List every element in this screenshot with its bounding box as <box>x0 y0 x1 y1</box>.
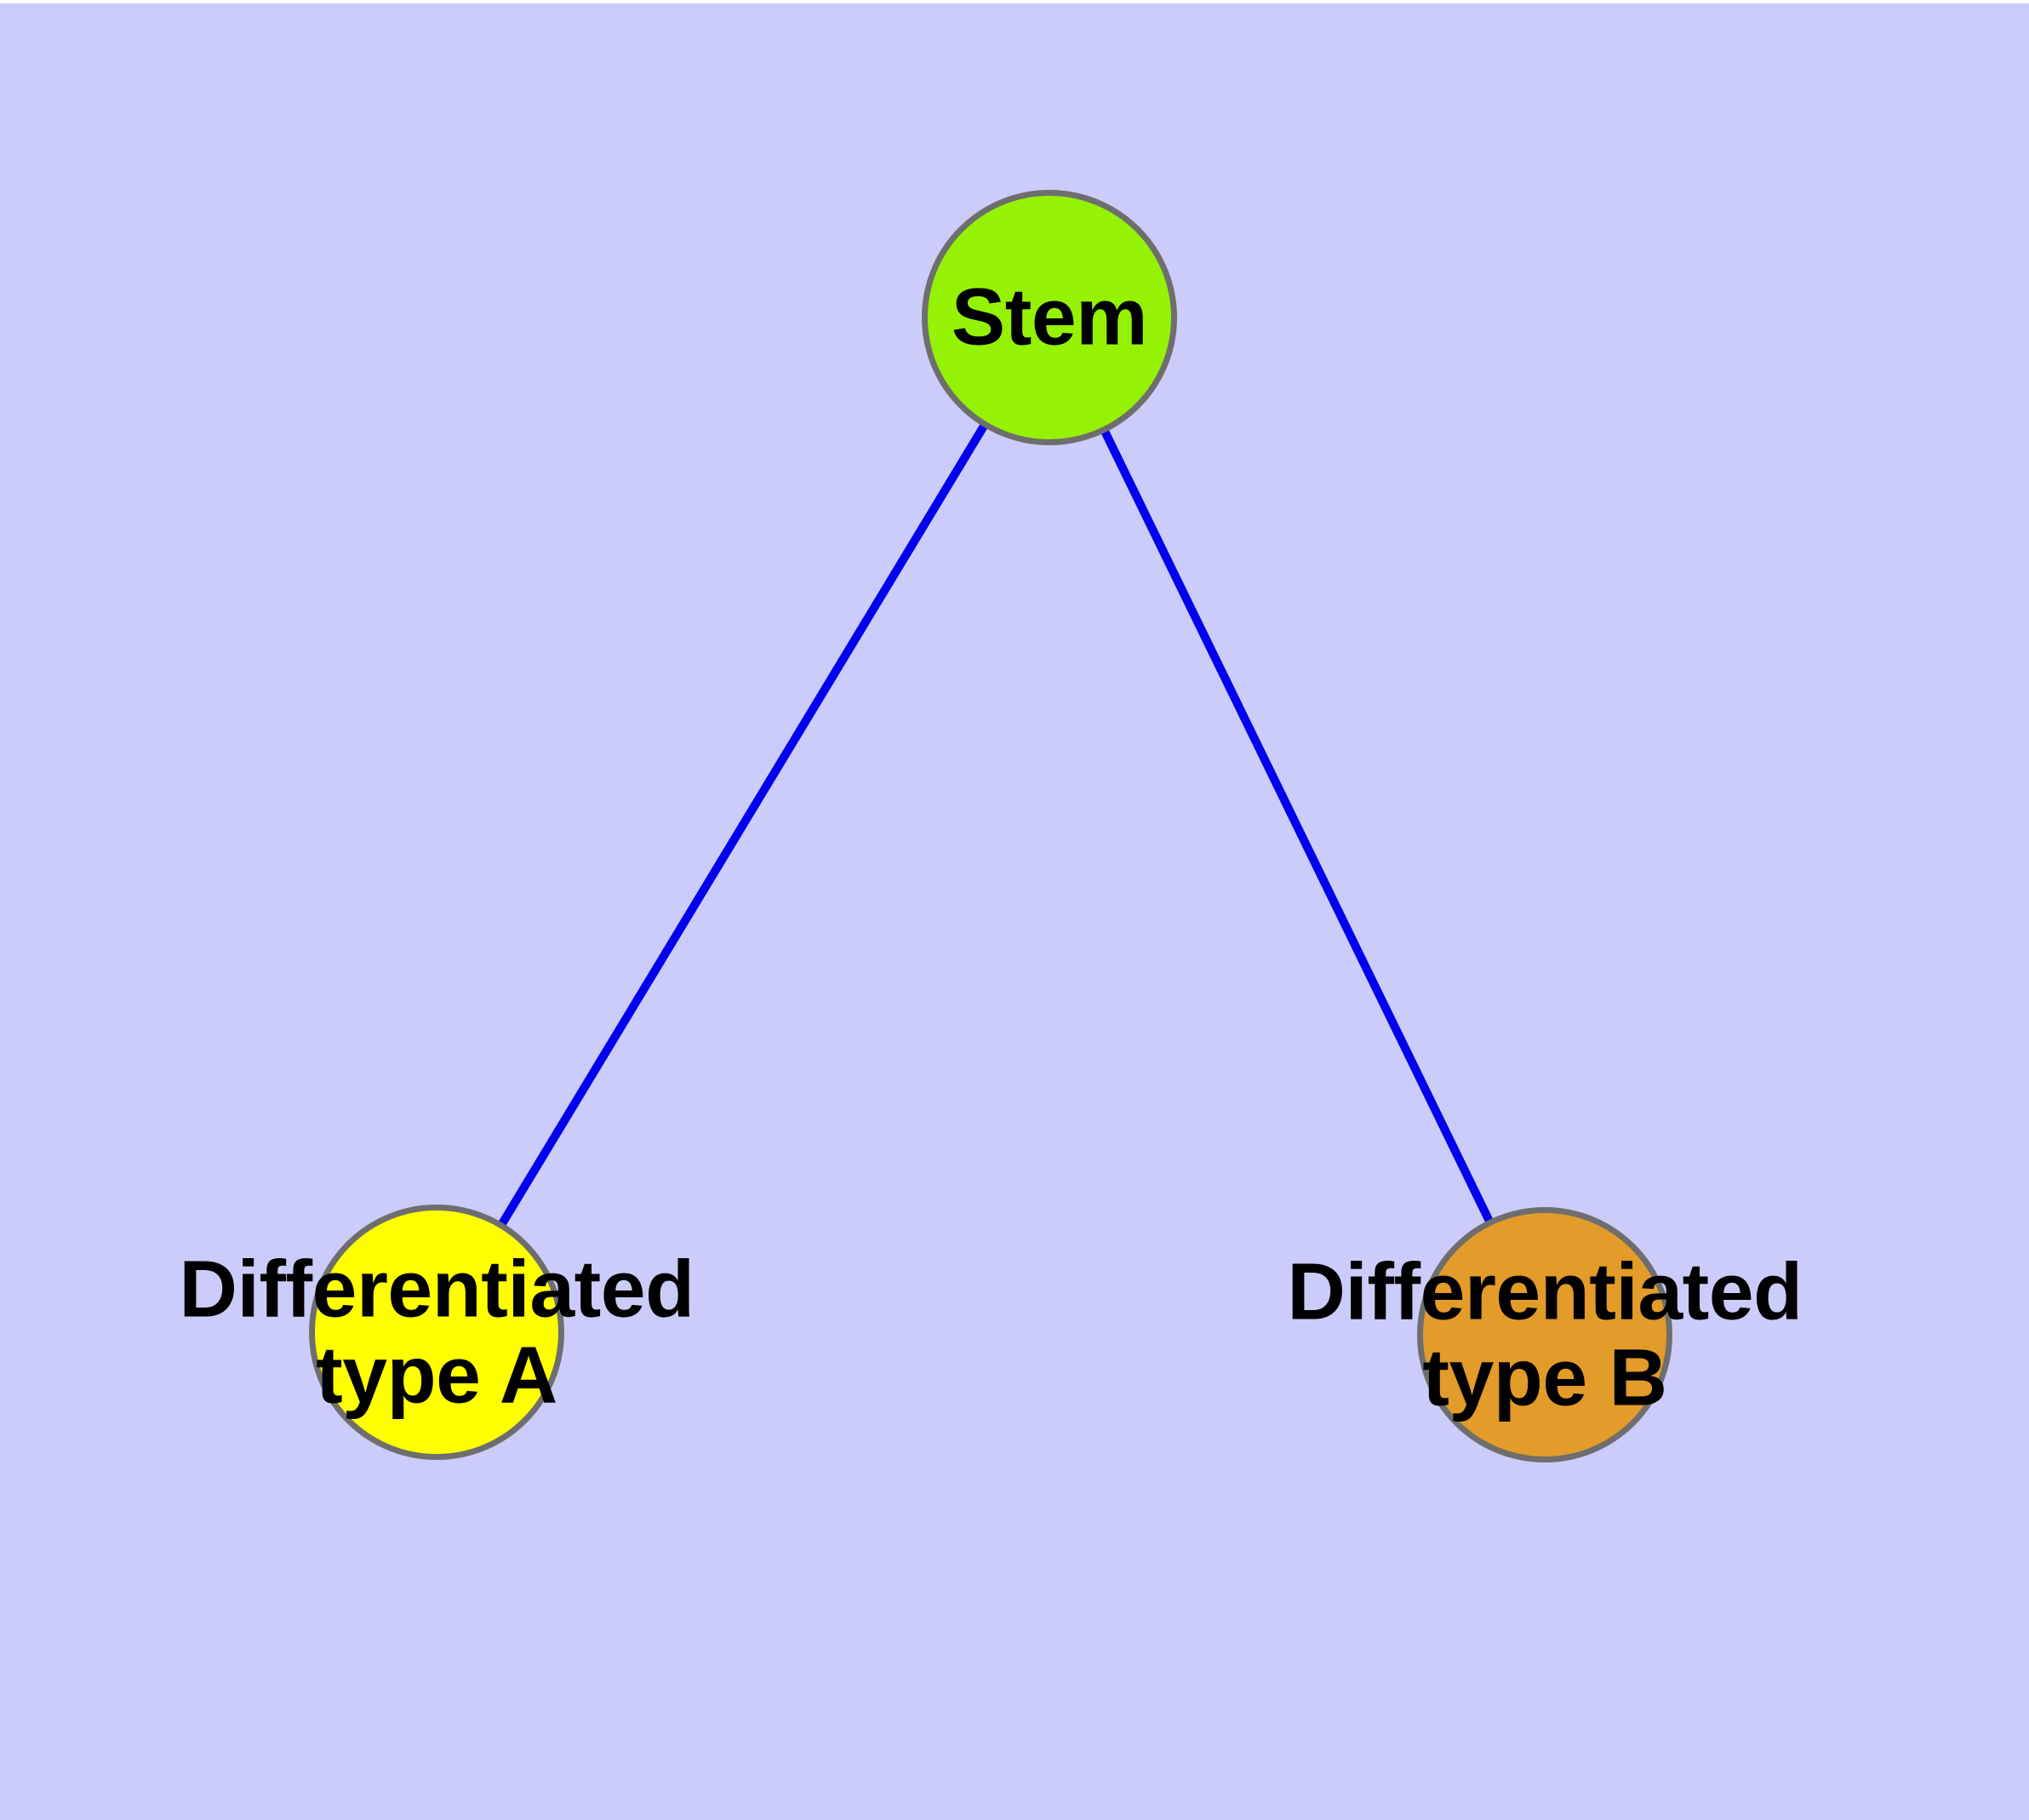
edge-layer <box>432 315 1549 1337</box>
graph-node-diff_b[interactable] <box>1417 1207 1672 1462</box>
graph-node-diff_a[interactable] <box>309 1205 564 1460</box>
graph-node-stem[interactable] <box>922 190 1177 445</box>
graph-edge[interactable] <box>432 315 1054 1335</box>
edges-group <box>432 315 1549 1337</box>
graph-edge[interactable] <box>1045 315 1549 1337</box>
